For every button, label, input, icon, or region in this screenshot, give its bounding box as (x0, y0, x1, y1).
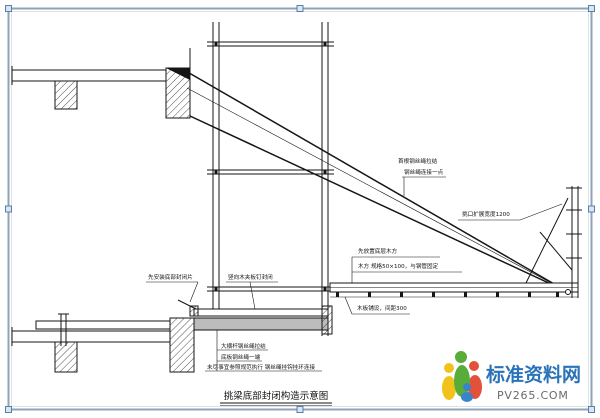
logo-red-head (469, 361, 479, 371)
drawing-title: 挑梁底部封闭构造示意图 (224, 390, 329, 402)
upper-floor-slab (11, 48, 191, 119)
annotation-cantilever-width: 挑口扩展宽度1200 (458, 203, 563, 221)
scaffold-top-ledger (207, 41, 334, 47)
logo-blue-head (463, 383, 471, 391)
lower-slab-beam (54, 341, 78, 373)
platform-support-tick (528, 292, 531, 297)
scaffold-outer-pole (321, 22, 329, 336)
label-note-line-3: 未尽事宜参照规范执行 钢丝绳挂钩挂环连接 (207, 363, 315, 371)
guard-railing (525, 186, 582, 298)
label-leader (249, 281, 256, 310)
label-cable-line-1: 首根钢丝绳拉结 (398, 157, 438, 165)
platform-support-tick (368, 292, 371, 297)
bottom-cable-line (189, 115, 569, 293)
annotation-cable: 首根钢丝绳拉结 钢丝绳连接一点 (398, 157, 446, 196)
label-note-line-2: 底板钢丝绳一端 (221, 353, 261, 361)
resize-handle-bottom-right[interactable] (588, 406, 595, 413)
resize-handle-top-right[interactable] (588, 5, 595, 12)
platform-support-tick (556, 292, 559, 297)
label-leader (189, 281, 199, 303)
lower-cantilever-beam-end (169, 317, 195, 373)
coupler (323, 170, 327, 174)
resize-handle-bottom-left[interactable] (5, 406, 12, 413)
cable-anchor-node (166, 68, 190, 80)
cable-end-node (565, 289, 571, 295)
scaffold-bottom-ledger (207, 286, 330, 292)
label-leader (344, 296, 353, 315)
annotation-timber: 先放置底层木方 木方 规格50×100，与钢管固定 (351, 247, 462, 283)
resize-handle-top-left[interactable] (5, 5, 12, 12)
unloading-steel-cable (183, 69, 569, 293)
scaffold-couplers (214, 42, 327, 291)
logo-yellow-head (444, 363, 454, 373)
upper-slab-beam (54, 80, 78, 110)
resize-handle-bottom-center[interactable] (296, 406, 304, 413)
platform-support-tick (496, 292, 499, 297)
lower-floor-slab (11, 313, 195, 373)
label-timber-line-1: 先放置底层木方 (358, 247, 398, 255)
annotation-notes: 大横杆钢丝绳拉结 底板钢丝绳一端 未尽事宜参照规范执行 钢丝绳挂钩挂环连接 (205, 330, 322, 372)
scaffold-inner-pole (212, 22, 220, 309)
people-figures-icon (442, 351, 482, 402)
coupler (214, 287, 218, 291)
label-plank-spacing: 木板铺设，间距300 (357, 304, 407, 312)
label-note-line-1: 大横杆钢丝绳拉结 (221, 342, 266, 350)
closure-top-plank (193, 308, 329, 317)
resize-handle-top-center[interactable] (296, 5, 304, 12)
coupler (323, 287, 327, 291)
walkway-plank (35, 320, 171, 330)
coupler (323, 42, 327, 46)
platform-support-tick (400, 292, 403, 297)
closure-bottom-board (193, 317, 329, 331)
coupler (214, 42, 218, 46)
resize-handles[interactable] (5, 5, 595, 413)
logo-blue-body (461, 392, 473, 402)
logo-red-body (468, 375, 482, 399)
logo-yellow-body (442, 376, 456, 400)
annotation-plank-spacing: 木板铺设，间距300 (344, 296, 410, 315)
annotation-bottom-closure: 先安装底部封闭片 (146, 273, 199, 303)
platform-support-tick (336, 292, 339, 297)
drawing-title-block: 挑梁底部封闭构造示意图 (220, 390, 332, 406)
label-timber-line-2: 木方 规格50×100，与钢管固定 (358, 262, 439, 270)
platform-support-tick (432, 292, 435, 297)
label-cable-line-2: 钢丝绳连接一点 (404, 168, 444, 176)
bottom-closure-structure (177, 299, 333, 335)
label-board-nailing: 竖向木夹板钉封闭 (228, 273, 273, 281)
cross-brace (539, 231, 573, 271)
platform-support-tick (464, 292, 467, 297)
watermark: 标准资料网 PV265.COM (442, 351, 581, 402)
label-bottom-closure: 先安装底部封闭片 (148, 273, 193, 281)
watermark-site: PV265.COM (497, 389, 569, 402)
middle-cable-line (186, 87, 569, 293)
top-cable-line (183, 69, 569, 293)
annotation-board-nailing: 竖向木夹板钉封闭 (226, 273, 278, 310)
resize-handle-middle-left[interactable] (5, 205, 12, 213)
label-cantilever-width: 挑口扩展宽度1200 (462, 210, 510, 218)
resize-handle-middle-right[interactable] (588, 205, 595, 213)
watermark-brand: 标准资料网 (486, 363, 581, 386)
logo-green-head (455, 351, 467, 363)
closure-right-cap (321, 305, 333, 335)
label-leader (519, 203, 563, 221)
coupler (214, 170, 218, 174)
closure-left-cap (189, 305, 199, 317)
